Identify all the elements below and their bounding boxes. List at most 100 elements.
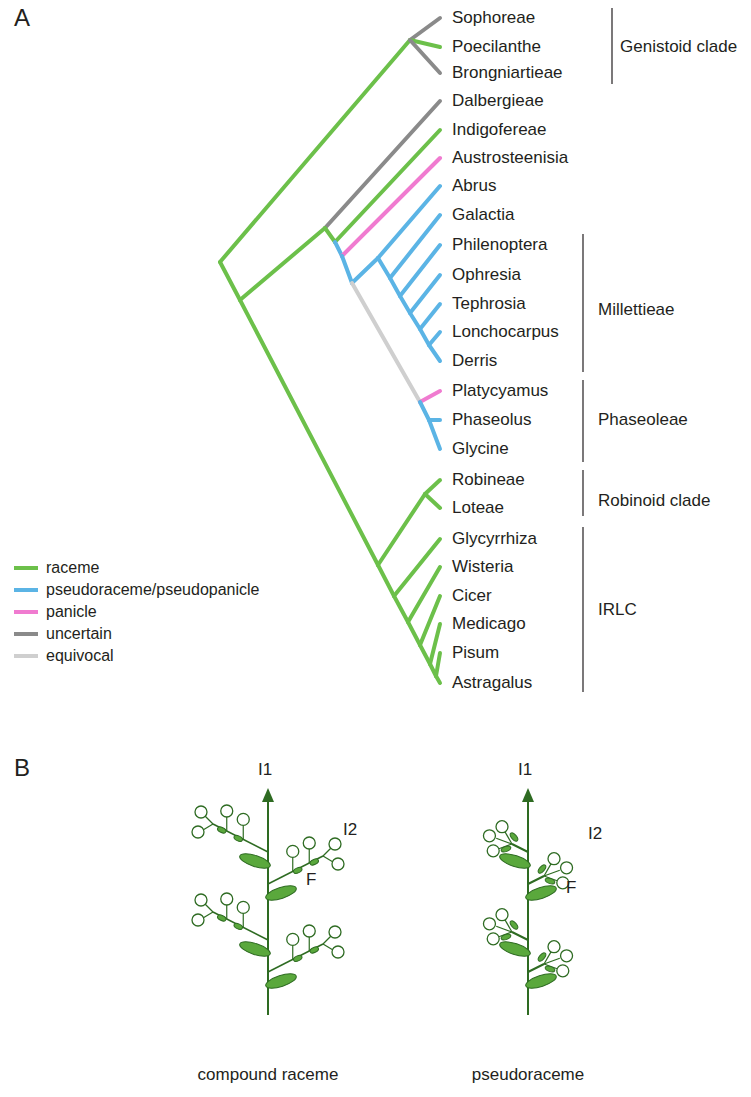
bract <box>309 858 319 866</box>
axis <box>226 905 227 919</box>
flower <box>287 845 299 857</box>
label: Robinoid clade <box>598 491 710 511</box>
arrowhead <box>262 788 274 802</box>
inflorescence-schematic <box>192 788 573 1015</box>
label: Derris <box>452 351 497 371</box>
flower <box>332 946 344 958</box>
legend-text: equivocal <box>46 647 114 665</box>
axis <box>243 913 244 927</box>
label: Phaseoleae <box>598 410 688 430</box>
flower <box>561 862 573 874</box>
label: Millettieae <box>598 300 675 320</box>
tree-branch <box>410 40 440 73</box>
label: Abrus <box>452 176 496 196</box>
bract <box>544 877 555 885</box>
axis <box>309 937 310 951</box>
bract <box>500 845 511 853</box>
tree-branch <box>425 480 440 494</box>
legend-swatch <box>14 588 38 592</box>
bract <box>264 971 298 991</box>
label: F <box>306 870 316 890</box>
label: Glycyrrhiza <box>452 529 537 549</box>
bract <box>509 832 519 843</box>
legend-swatch <box>14 654 38 658</box>
label: Platycyamus <box>452 381 548 401</box>
label: I2 <box>588 824 602 844</box>
legend-text: uncertain <box>46 625 112 643</box>
flower <box>487 933 499 945</box>
label: Cicer <box>452 586 492 606</box>
legend-text: pseudoraceme/pseudopanicle <box>46 581 259 599</box>
legend-swatch <box>14 566 38 570</box>
axis <box>268 944 323 972</box>
axis <box>205 816 213 824</box>
flower <box>192 826 204 838</box>
tree-branch <box>420 329 429 345</box>
bract <box>544 965 555 973</box>
flower <box>487 845 499 857</box>
tree-branch <box>220 40 410 262</box>
axis <box>544 958 560 964</box>
label: Pisum <box>452 643 499 663</box>
flower <box>561 950 573 962</box>
bract <box>217 826 227 834</box>
label: Philenoptera <box>452 235 547 255</box>
tree-branch <box>240 300 378 565</box>
axis <box>292 857 293 871</box>
label: B <box>14 754 30 782</box>
tree-branch <box>220 262 240 300</box>
tree-branch <box>390 215 440 278</box>
tree-branch <box>436 653 440 676</box>
label: Ophresia <box>452 265 521 285</box>
bract <box>498 939 532 959</box>
label: compound raceme <box>198 1065 339 1085</box>
label: I1 <box>258 760 272 780</box>
label: A <box>14 4 30 32</box>
bract <box>233 922 243 930</box>
flower <box>192 914 204 926</box>
bract <box>217 914 227 922</box>
axis <box>528 876 544 884</box>
bract <box>309 946 319 954</box>
label: I1 <box>518 760 532 780</box>
tree-branch <box>429 345 440 361</box>
flower <box>548 853 560 865</box>
label: Phaseolus <box>452 410 531 430</box>
label: Galactia <box>452 205 514 225</box>
axis <box>292 945 293 959</box>
flower <box>332 858 344 870</box>
label: Brongniartieae <box>452 63 563 83</box>
axis <box>309 849 310 863</box>
flower <box>496 909 508 921</box>
flower <box>483 830 495 842</box>
flower <box>221 805 233 817</box>
axis <box>323 856 333 862</box>
bract <box>509 920 519 931</box>
tree-branch <box>408 622 420 645</box>
tree-branch <box>429 332 440 345</box>
bract <box>537 952 547 963</box>
arrowhead <box>522 788 534 802</box>
label: IRLC <box>598 600 637 620</box>
legend-text: panicle <box>46 603 97 621</box>
axis <box>243 825 244 839</box>
tree-branch <box>352 283 420 402</box>
bract <box>264 883 298 903</box>
label: Sophoreae <box>452 8 535 28</box>
tree-branch <box>335 130 440 242</box>
tree-branch <box>394 539 440 596</box>
label: I2 <box>343 820 357 840</box>
tree-branch <box>378 258 390 278</box>
bract <box>524 971 558 991</box>
label: Loteae <box>452 498 504 518</box>
legend-swatch <box>14 610 38 614</box>
legend-swatch <box>14 632 38 636</box>
flower <box>329 926 341 938</box>
bract <box>293 954 303 962</box>
label: Dalbergieae <box>452 91 544 111</box>
tree-branch <box>420 391 440 402</box>
axis <box>528 964 544 972</box>
label: F <box>566 878 576 898</box>
tree-branch <box>420 645 430 664</box>
